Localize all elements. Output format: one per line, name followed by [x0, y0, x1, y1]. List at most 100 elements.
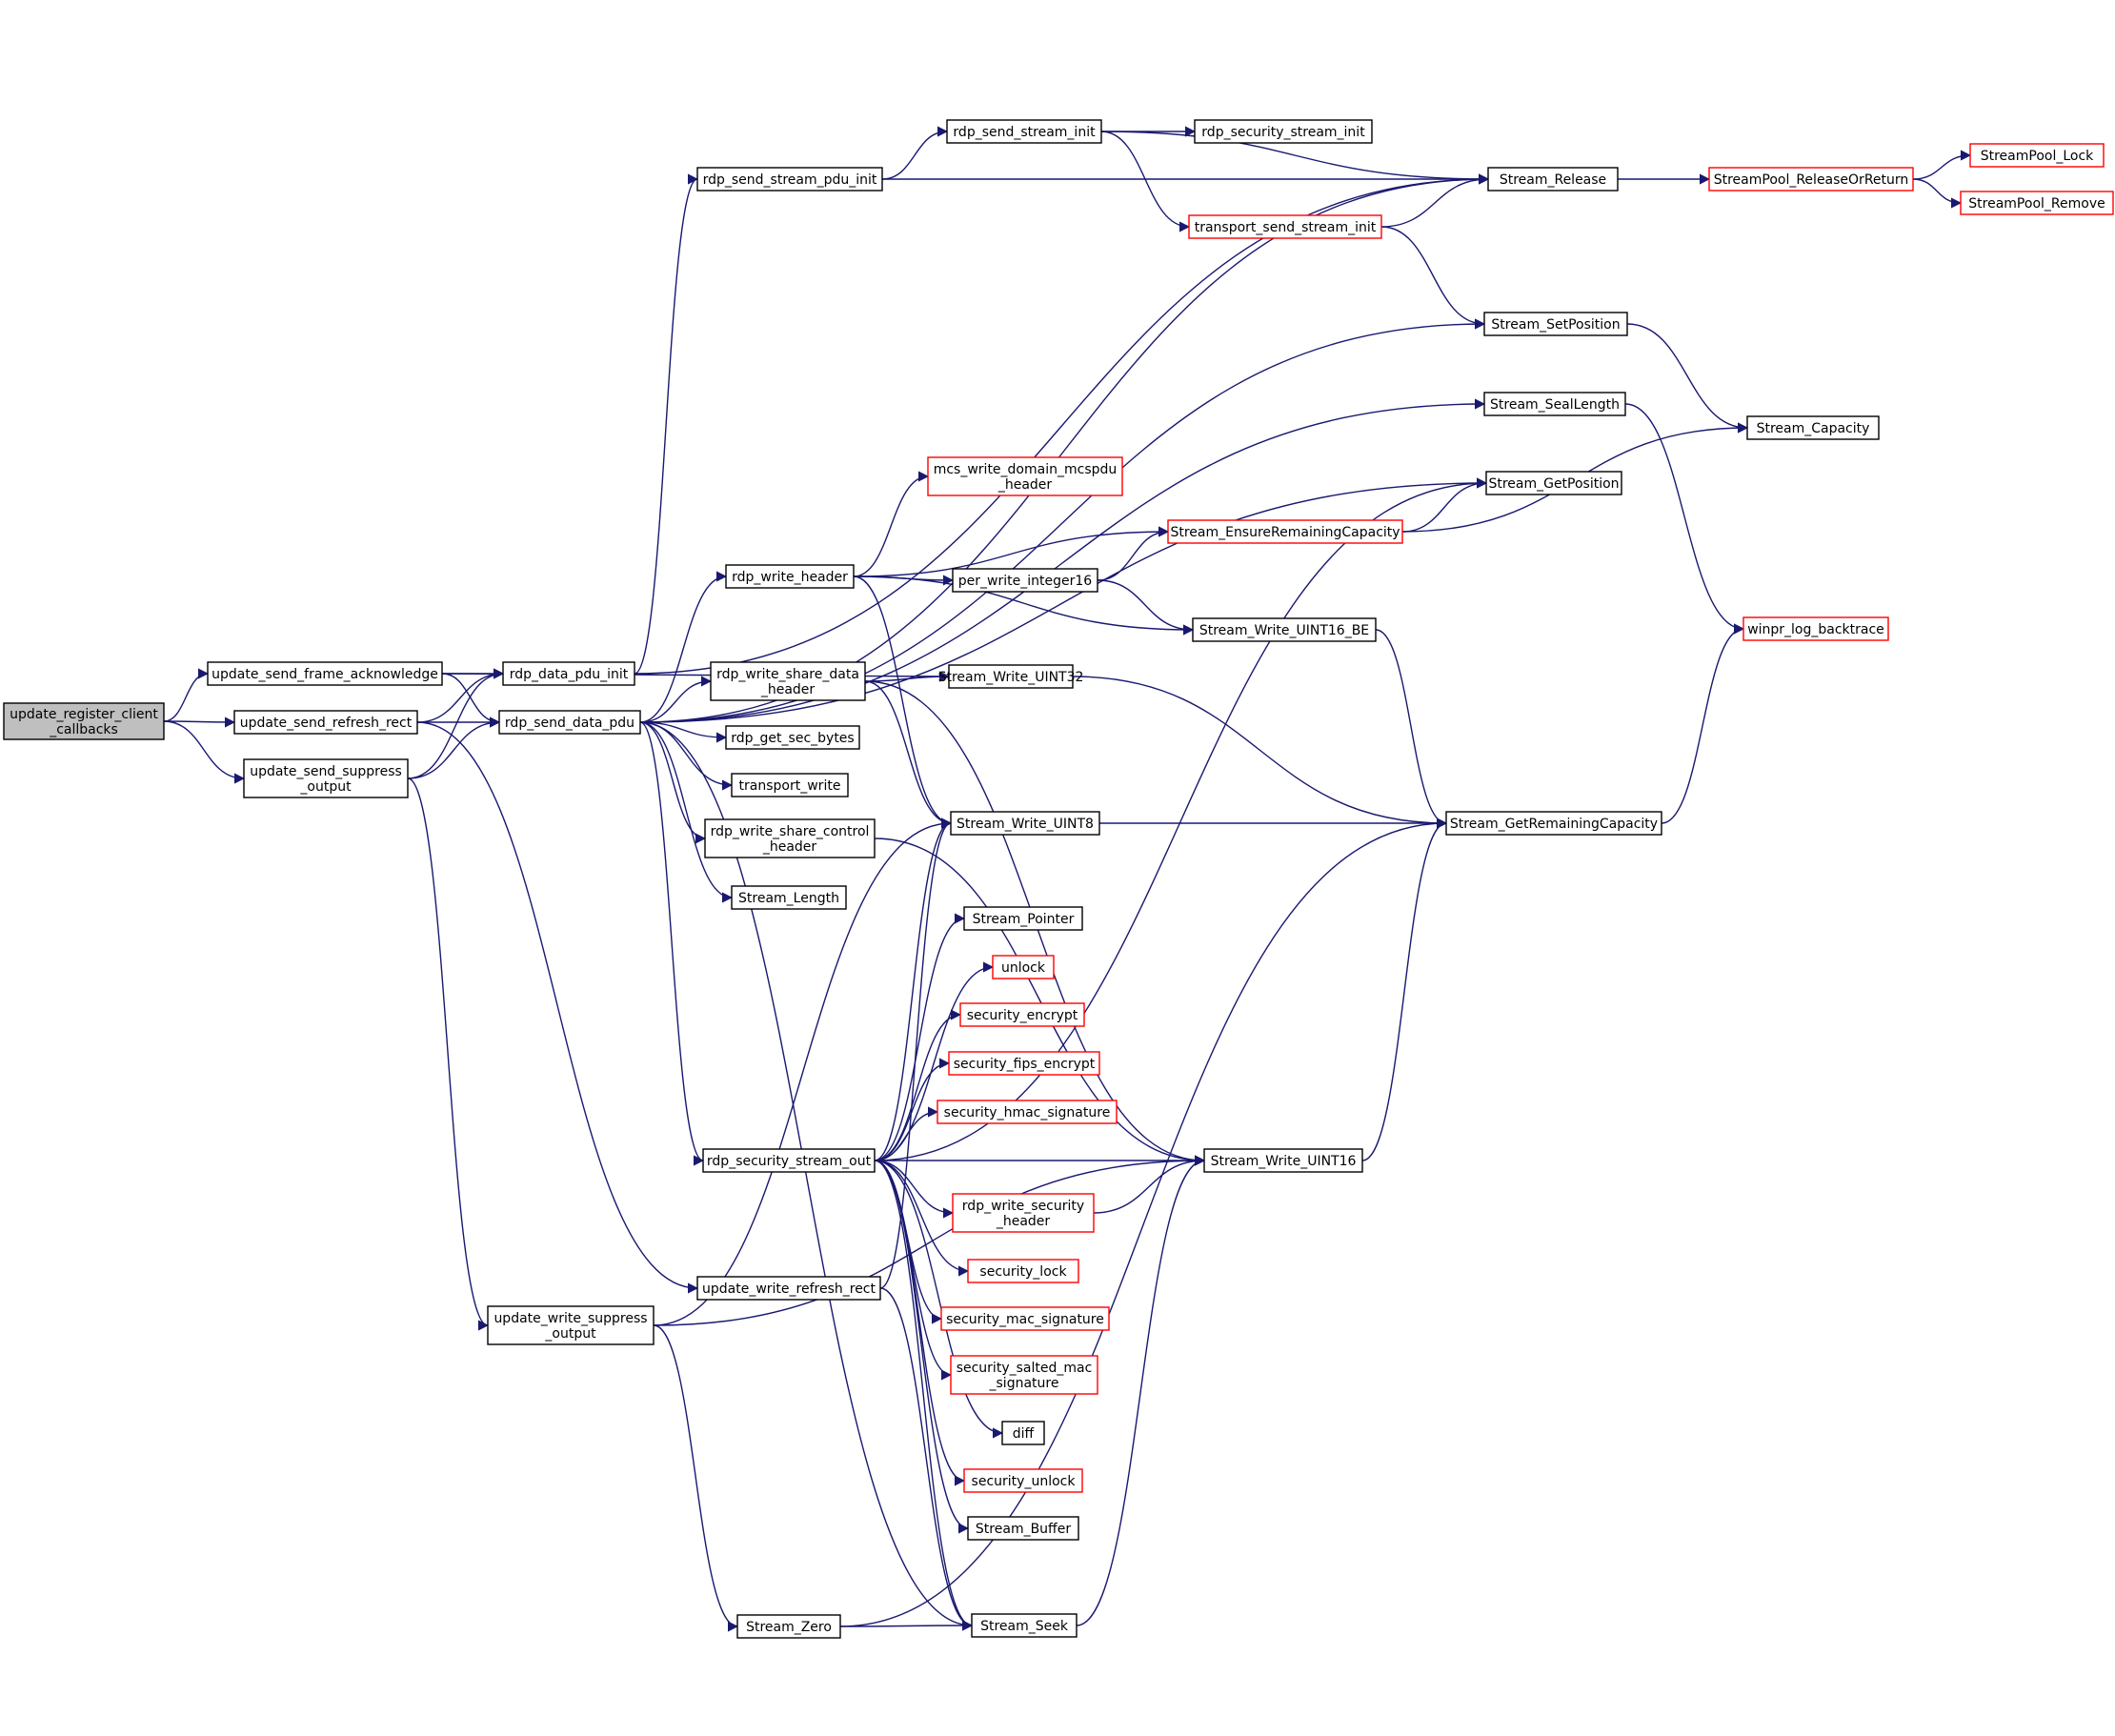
node-box	[937, 1100, 1118, 1124]
edge-rwh-to-serc	[853, 526, 1170, 577]
edge-line	[881, 126, 949, 180]
node-shmac[interactable]: security_hmac_signature	[937, 1100, 1118, 1124]
node-box	[725, 564, 855, 589]
node-slen[interactable]: Stream_Length	[731, 885, 847, 910]
node-pwi[interactable]: per_write_integer16	[952, 568, 1098, 593]
node-splock[interactable]: StreamPool_Lock	[1969, 143, 2105, 168]
node-box	[963, 1468, 1083, 1493]
node-sseal[interactable]: Stream_SealLength	[1483, 392, 1626, 416]
edge-line	[864, 680, 953, 829]
node-ssetp[interactable]: Stream_SetPosition	[1483, 312, 1628, 336]
node-smac[interactable]: security_mac_signature	[940, 1306, 1110, 1331]
node-rwsdh[interactable]: rdp_write_share_data_header	[710, 661, 866, 701]
node-uwrr[interactable]: update_write_refresh_rect	[696, 1276, 881, 1301]
edge-sw32-to-sgrc	[1072, 676, 1448, 829]
node-szero[interactable]: Stream_Zero	[736, 1614, 841, 1639]
node-sprem[interactable]: StreamPool_Remove	[1960, 191, 2114, 215]
node-label: transport_write	[739, 778, 841, 794]
node-rsspi[interactable]: rdp_send_stream_pdu_init	[696, 167, 883, 192]
edge-sgrc-to-wlog	[1661, 623, 1745, 824]
node-tssi[interactable]: transport_send_stream_init	[1188, 214, 1382, 239]
node-box	[725, 725, 860, 750]
edge-line	[407, 668, 505, 779]
node-box	[967, 1516, 1079, 1541]
node-diff[interactable]: diff	[1001, 1421, 1045, 1445]
edge-rsdp-to-sgetp	[639, 477, 1488, 723]
node-unlock[interactable]: unlock	[992, 955, 1055, 979]
node-box	[1485, 471, 1622, 495]
edge-line	[1626, 323, 1749, 434]
edge-pwi-to-swbe	[1097, 579, 1195, 636]
node-srel[interactable]: Stream_Release	[1487, 167, 1619, 192]
node-sseek[interactable]: Stream_Seek	[971, 1613, 1078, 1638]
node-label: per_write_integer16	[958, 574, 1092, 589]
node-box	[1194, 119, 1373, 144]
node-label: rdp_security_stream_out	[707, 1154, 872, 1169]
edge-line	[634, 173, 1490, 675]
node-rsso[interactable]: rdp_security_stream_out	[702, 1148, 876, 1173]
node-root[interactable]: update_register_client_callbacks	[3, 702, 165, 740]
node-sw16[interactable]: Stream_Write_UINT16	[1203, 1148, 1363, 1173]
node-rwsch[interactable]: rdp_write_share_control_header	[704, 818, 876, 858]
node-box	[498, 710, 641, 735]
edge-rssi-to-tssi	[1100, 131, 1191, 232]
node-senc[interactable]: security_encrypt	[959, 1002, 1085, 1027]
node-uwso[interactable]: update_write_suppress_output	[487, 1305, 655, 1345]
node-rsecsi[interactable]: rdp_security_stream_init	[1194, 119, 1373, 144]
node-rwsech[interactable]: rdp_write_security_header	[952, 1193, 1095, 1233]
edge-line	[639, 721, 728, 743]
node-sptr[interactable]: Stream_Pointer	[963, 906, 1083, 931]
edge-line	[634, 173, 699, 675]
edge-line	[639, 721, 974, 1631]
node-sunlock[interactable]: security_unlock	[963, 1468, 1083, 1493]
node-swbe[interactable]: Stream_Write_UINT16_BE	[1192, 617, 1377, 642]
node-label: Stream_Pointer	[973, 912, 1075, 927]
node-label: update_write_refresh_rect	[702, 1282, 876, 1297]
node-ssmac[interactable]: security_salted_mac_signature	[950, 1355, 1098, 1395]
node-label: rdp_write_share_control	[711, 824, 870, 839]
node-rgsb[interactable]: rdp_get_sec_bytes	[725, 725, 860, 750]
edge-line	[874, 1160, 974, 1631]
node-label: mcs_write_domain_mcspdu	[934, 462, 1118, 477]
node-box	[3, 702, 165, 740]
node-label: _output	[299, 779, 352, 795]
edge-line	[1661, 623, 1745, 824]
node-scap[interactable]: Stream_Capacity	[1746, 415, 1880, 440]
node-label: Stream_Write_UINT16_BE	[1199, 623, 1369, 638]
node-sbuf[interactable]: Stream_Buffer	[967, 1516, 1079, 1541]
edge-rsspi-to-rssi	[881, 126, 949, 180]
node-serc[interactable]: Stream_EnsureRemainingCapacity	[1167, 519, 1403, 544]
edge-ssetp-to-scap	[1626, 323, 1749, 434]
node-sw8[interactable]: Stream_Write_UINT8	[950, 811, 1100, 836]
node-slock[interactable]: security_lock	[967, 1259, 1079, 1283]
edge-line	[407, 777, 490, 1331]
node-label: rdp_send_stream_init	[953, 125, 1096, 140]
node-tw[interactable]: transport_write	[731, 773, 849, 797]
node-label: update_send_frame_acknowledge	[212, 667, 438, 682]
node-usrr[interactable]: update_send_refresh_rect	[233, 710, 418, 735]
edge-rwsech-to-sw16	[1093, 1155, 1206, 1214]
edge-line	[639, 477, 1488, 723]
node-label: Stream_EnsureRemainingCapacity	[1170, 525, 1400, 540]
node-sgetp[interactable]: Stream_GetPosition	[1485, 471, 1622, 495]
node-spror[interactable]: StreamPool_ReleaseOrReturn	[1708, 167, 1914, 192]
node-box	[952, 568, 1098, 593]
node-rwh[interactable]: rdp_write_header	[725, 564, 855, 589]
node-rsdp[interactable]: rdp_send_data_pdu	[498, 710, 641, 735]
node-sgrc[interactable]: Stream_GetRemainingCapacity	[1445, 811, 1662, 836]
node-rdpi[interactable]: rdp_data_pdu_init	[502, 661, 635, 686]
node-mcsw[interactable]: mcs_write_domain_mcspdu_header	[927, 456, 1123, 496]
node-sw32[interactable]: Stream_Write_UINT32	[938, 664, 1084, 689]
node-sfenc[interactable]: security_fips_encrypt	[948, 1051, 1100, 1076]
node-usso[interactable]: update_send_suppress_output	[243, 758, 409, 798]
node-label: _header	[760, 682, 816, 697]
node-label: Stream_Seek	[980, 1619, 1069, 1634]
node-usfa[interactable]: update_send_frame_acknowledge	[207, 661, 443, 686]
edge-line	[639, 676, 713, 723]
node-rssi[interactable]: rdp_send_stream_init	[946, 119, 1102, 144]
node-box	[702, 1148, 876, 1173]
edge-root-to-usfa	[163, 668, 210, 722]
edge-line	[1076, 1155, 1206, 1626]
node-wlog[interactable]: winpr_log_backtrace	[1742, 616, 1889, 641]
